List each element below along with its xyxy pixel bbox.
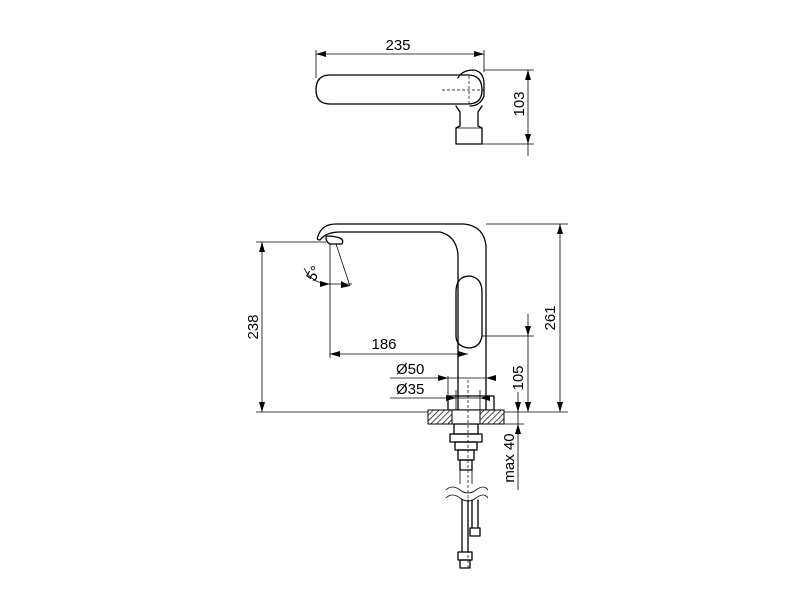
lever-handle: [455, 275, 483, 349]
dim-261: 261: [486, 223, 568, 413]
dim-diameter-35: Ø35: [390, 381, 490, 410]
dim-186: 186: [330, 336, 468, 357]
dim-235: 235: [315, 37, 485, 78]
side-view: 261 238 5° 186: [245, 223, 568, 569]
dim-angle-label: 5°: [303, 263, 325, 284]
dim-max-40: max 40: [501, 392, 524, 490]
supply-hoses: [457, 499, 481, 569]
dim-235-label: 235: [385, 37, 410, 54]
dim-186-label: 186: [371, 336, 396, 353]
dim-max-40-label: max 40: [501, 433, 518, 482]
mounting-hardware: [449, 423, 483, 484]
dim-261-label: 261: [542, 305, 559, 330]
faucet-body: [316, 223, 487, 411]
top-view-spout-neck: [457, 69, 485, 107]
dim-105-label: 105: [510, 365, 527, 390]
top-view-handle-body: [315, 74, 483, 105]
dim-103-label: 103: [511, 91, 528, 116]
dim-238-label: 238: [245, 314, 262, 339]
dim-103: 103: [482, 69, 534, 156]
break-symbol: [445, 486, 489, 502]
dim-diameter-50-label: Ø50: [396, 361, 424, 378]
top-view-cartridge: [455, 105, 483, 145]
dim-diameter-50: Ø50: [390, 361, 496, 398]
dim-105: 105: [482, 314, 534, 412]
dim-238: 238: [245, 241, 428, 413]
dim-diameter-35-label: Ø35: [396, 381, 424, 398]
dim-angle-5: 5°: [303, 243, 352, 358]
top-view: 235 103: [315, 37, 534, 156]
spout-tip: [325, 235, 344, 245]
